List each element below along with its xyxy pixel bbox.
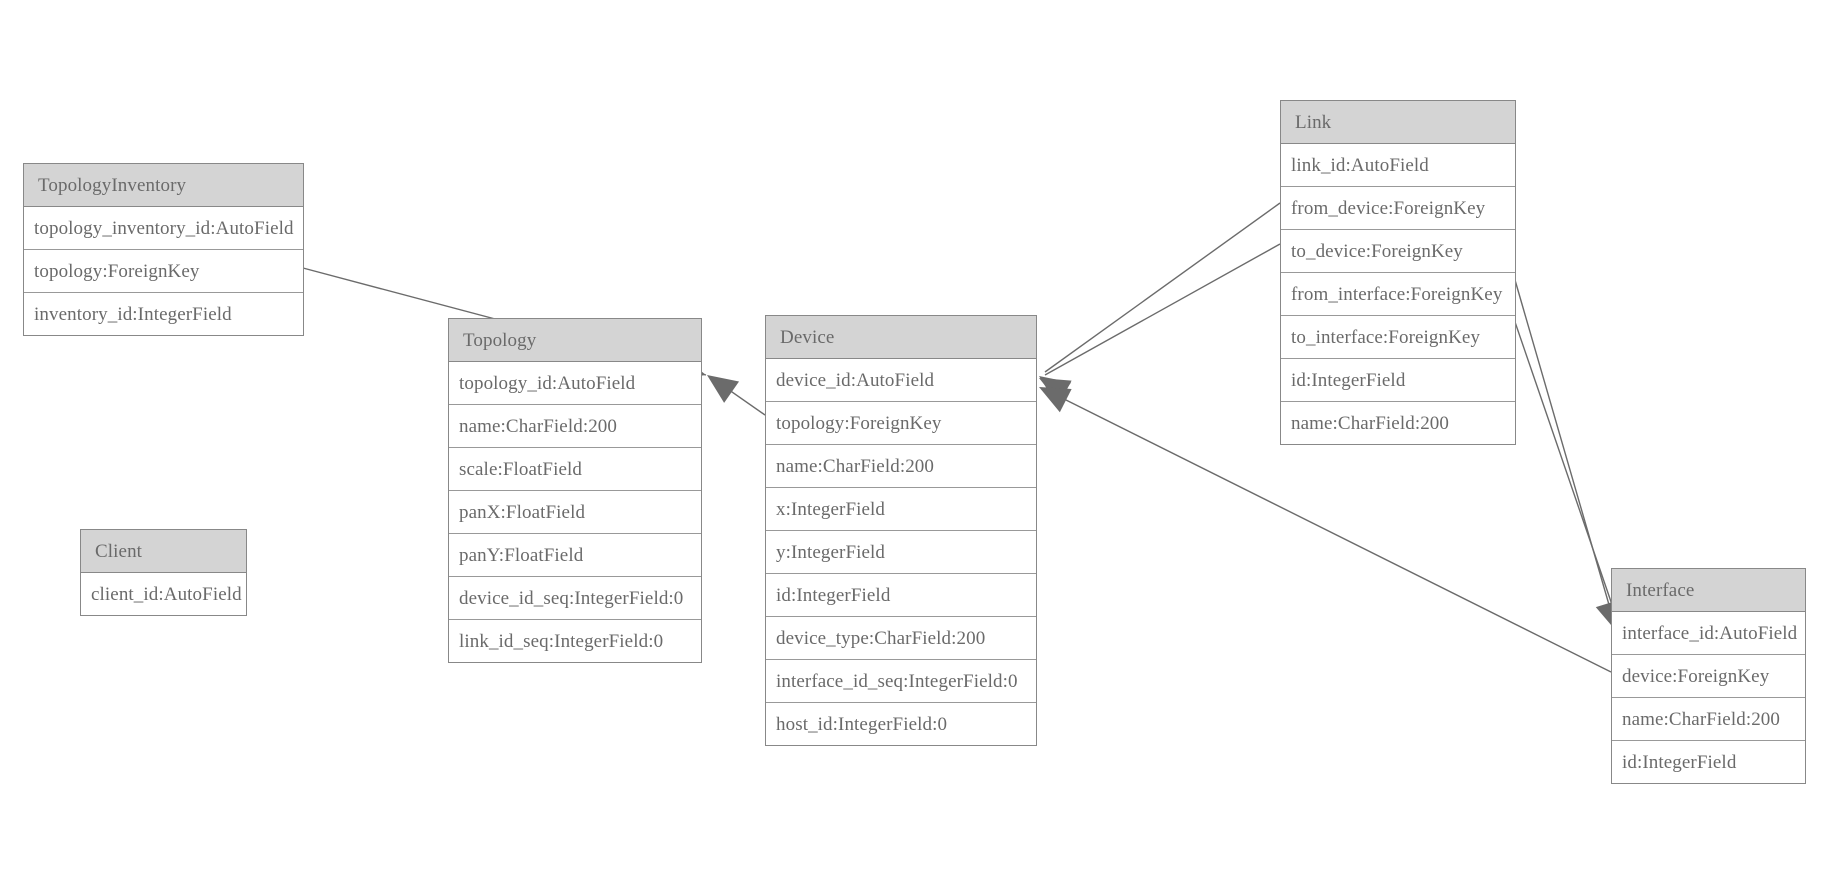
entity-field-row: topology_inventory_id:AutoField	[24, 207, 303, 250]
entity-field-row: device_id_seq:IntegerField:0	[449, 577, 701, 620]
entity-field-row: inventory_id:IntegerField	[24, 293, 303, 335]
entity-field-row: topology:ForeignKey	[24, 250, 303, 293]
entity-field-row: device_type:CharField:200	[766, 617, 1036, 660]
entity-title-topology: Topology	[449, 319, 701, 362]
entity-field-row: name:CharField:200	[1281, 402, 1515, 444]
relationship-arrowhead-link-from_device	[1039, 376, 1072, 404]
entity-field-row: interface_id:AutoField	[1612, 612, 1805, 655]
relationship-line-link-to_device	[1044, 243, 1281, 376]
entity-field-row: scale:FloatField	[449, 448, 701, 491]
entity-title-link: Link	[1281, 101, 1515, 144]
entity-field-row: to_device:ForeignKey	[1281, 230, 1515, 273]
entity-field-row: panY:FloatField	[449, 534, 701, 577]
relationship-arrowhead-device-topology	[707, 375, 740, 403]
entity-field-row: device_id:AutoField	[766, 359, 1036, 402]
entity-field-row: name:CharField:200	[766, 445, 1036, 488]
relationship-arrowhead-interface-device	[1039, 387, 1072, 413]
entity-title-interface: Interface	[1612, 569, 1805, 612]
entity-field-row: id:IntegerField	[1612, 741, 1805, 783]
relationship-arrowhead-link-to_device	[1039, 378, 1072, 404]
relationship-line-device-topology	[711, 377, 766, 416]
entity-title-device: Device	[766, 316, 1036, 359]
entity-field-row: from_interface:ForeignKey	[1281, 273, 1515, 316]
relationship-line-link-from_device	[1044, 202, 1281, 373]
entity-field-row: y:IntegerField	[766, 531, 1036, 574]
entity-field-row: id:IntegerField	[766, 574, 1036, 617]
entity-title-topologyinventory: TopologyInventory	[24, 164, 303, 207]
entity-field-row: topology_id:AutoField	[449, 362, 701, 405]
entity-field-row: panX:FloatField	[449, 491, 701, 534]
entity-field-row: name:CharField:200	[1612, 698, 1805, 741]
entity-field-row: device:ForeignKey	[1612, 655, 1805, 698]
entity-field-row: from_device:ForeignKey	[1281, 187, 1515, 230]
relationship-line-link-from_interface	[1514, 279, 1615, 623]
relationship-line-link-to_interface	[1514, 321, 1620, 626]
entity-field-row: id:IntegerField	[1281, 359, 1515, 402]
entity-field-row: link_id:AutoField	[1281, 144, 1515, 187]
entity-title-client: Client	[81, 530, 246, 573]
entity-field-row: topology:ForeignKey	[766, 402, 1036, 445]
entity-field-row: x:IntegerField	[766, 488, 1036, 531]
entity-field-row: name:CharField:200	[449, 405, 701, 448]
entity-field-row: link_id_seq:IntegerField:0	[449, 620, 701, 662]
entity-field-row: to_interface:ForeignKey	[1281, 316, 1515, 359]
entity-field-row: client_id:AutoField	[81, 573, 246, 615]
entity-field-row: interface_id_seq:IntegerField:0	[766, 660, 1036, 703]
entity-field-row: host_id:IntegerField:0	[766, 703, 1036, 745]
